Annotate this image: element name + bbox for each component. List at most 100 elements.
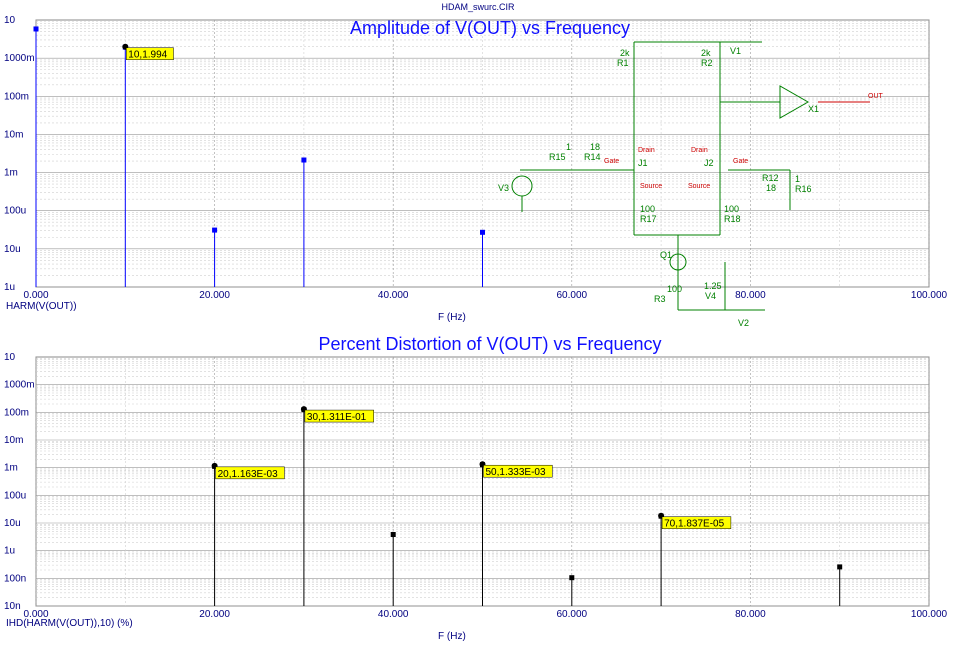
schematic-label: OUT xyxy=(868,93,884,100)
x-tick-label: 80.000 xyxy=(735,609,766,620)
y-tick-label: 10m xyxy=(4,435,23,446)
annotation-box xyxy=(483,464,553,478)
schematic-label: J2 xyxy=(704,158,714,168)
y-tick-label: 100u xyxy=(4,206,26,217)
schematic-label: Q1 xyxy=(660,250,672,260)
annotation-label: 50,1.333E-03 xyxy=(486,467,546,478)
y-tick-label: 100n xyxy=(4,573,26,584)
top-x-tick-labels: 0.000 20.000 40.000 60.000 80.000 100.000 xyxy=(23,290,947,301)
schematic-label: Gate xyxy=(733,158,748,165)
schematic-label: Source xyxy=(688,183,710,190)
schematic-label: V3 xyxy=(498,183,509,193)
bar-marker xyxy=(212,227,218,233)
schematic-label: 100 xyxy=(640,204,655,214)
schematic-label: 18 xyxy=(590,142,600,152)
y-tick-label: 1000m xyxy=(4,380,35,391)
schematic-label: 2k xyxy=(620,48,630,58)
circuit-schematic xyxy=(511,41,870,311)
annotation-label: 70,1.837E-05 xyxy=(664,519,724,530)
x-tick-label: 20.000 xyxy=(199,290,230,301)
schematic-label: R14 xyxy=(584,152,601,162)
schematic-label: Gate xyxy=(604,158,619,165)
schematic-label: R12 xyxy=(762,173,779,183)
schematic-label: 1 xyxy=(795,174,800,184)
schematic-label: 100 xyxy=(724,204,739,214)
schematic-label: R15 xyxy=(549,152,566,162)
schematic-label: R1 xyxy=(617,58,629,68)
top-x-axis-label: F (Hz) xyxy=(438,312,466,323)
schematic-label: V1 xyxy=(730,46,741,56)
annotation-label: 10,1.994 xyxy=(128,50,167,61)
schematic-label: R16 xyxy=(795,184,812,194)
top-bars xyxy=(33,26,485,287)
x-tick-label: 0.000 xyxy=(23,609,48,620)
y-tick-label: 1m xyxy=(4,463,18,474)
x-tick-label: 20.000 xyxy=(199,609,230,620)
y-tick-label: 1u xyxy=(4,282,15,293)
schematic-label: 1 xyxy=(566,142,571,152)
schematic-label: R18 xyxy=(724,214,741,224)
x-tick-label: 100.000 xyxy=(911,609,948,620)
x-tick-label: 60.000 xyxy=(557,290,588,301)
y-tick-label: 100u xyxy=(4,490,26,501)
bar-marker xyxy=(569,575,575,581)
bar-marker xyxy=(390,532,396,538)
annotation-label: 30,1.311E-01 xyxy=(307,412,367,423)
schematic-label: R3 xyxy=(654,294,666,304)
schematic-label: Source xyxy=(640,183,662,190)
schematic-label: R2 xyxy=(701,58,713,68)
schematic-label: 1.25 xyxy=(704,281,722,291)
x-tick-label: 80.000 xyxy=(735,290,766,301)
schematic-label: Drain xyxy=(638,147,655,154)
y-tick-label: 100m xyxy=(4,407,29,418)
y-tick-label: 10n xyxy=(4,601,21,612)
bottom-x-axis-label: F (Hz) xyxy=(438,631,466,642)
bar-marker xyxy=(33,26,39,32)
top-annotations: 10,1.994 xyxy=(122,43,174,61)
bar-marker xyxy=(480,229,485,235)
top-y-tick-labels: 1u 10u 100u 1m 10m 100m 1000m 10 xyxy=(4,15,35,293)
window-title: HDAM_swurc.CIR xyxy=(441,2,515,12)
y-tick-label: 10 xyxy=(4,15,16,26)
schematic-label: 100 xyxy=(667,284,682,294)
x-tick-label: 0.000 xyxy=(23,290,48,301)
schematic-label: 18 xyxy=(766,183,776,193)
x-tick-label: 40.000 xyxy=(378,290,409,301)
bar-marker xyxy=(301,157,307,163)
y-tick-label: 100m xyxy=(4,91,29,102)
top-plot[interactable]: 1u 10u 100u 1m 10m 100m 1000m 10 0.000 20.000 40.… xyxy=(4,15,948,323)
top-y-axis-label: HARM(V(OUT)) xyxy=(6,301,77,312)
bottom-annotations: 20,1.163E-03 30,1.311E-01 50,1.333E-03 70,1… xyxy=(211,406,732,530)
bottom-y-axis-label: IHD(HARM(V(OUT)),10) (%) xyxy=(6,618,133,629)
bar-marker xyxy=(837,564,843,570)
y-tick-label: 10u xyxy=(4,518,21,529)
bottom-bars xyxy=(212,407,843,606)
top-grid xyxy=(35,20,930,288)
schematic-label: V2 xyxy=(738,318,749,328)
y-tick-label: 1m xyxy=(4,168,18,179)
bottom-x-tick-labels: 0.000 20.000 40.000 60.000 80.000 100.000 xyxy=(23,609,947,620)
x-tick-label: 60.000 xyxy=(557,609,588,620)
annotation-box xyxy=(215,466,285,480)
annotation-box xyxy=(126,47,174,60)
annotation-box xyxy=(304,409,374,423)
y-tick-label: 10u xyxy=(4,244,21,255)
schematic-label: 2k xyxy=(701,48,711,58)
x-tick-label: 100.000 xyxy=(911,290,948,301)
top-chart-title: Amplitude of V(OUT) vs Frequency xyxy=(350,18,630,38)
x-tick-label: 40.000 xyxy=(378,609,409,620)
y-tick-label: 1000m xyxy=(4,53,35,64)
schematic-label: X1 xyxy=(808,104,819,114)
y-tick-label: 10m xyxy=(4,129,23,140)
schematic-label: R17 xyxy=(640,214,657,224)
schematic-labels: 2kR12kR2V1X1OUT1R1518R14J1DrainGateSourc… xyxy=(498,46,884,328)
y-tick-label: 10 xyxy=(4,352,16,363)
schematic-label: Drain xyxy=(691,147,708,154)
schematic-label: V4 xyxy=(705,291,716,301)
bottom-grid xyxy=(35,357,930,607)
annotation-label: 20,1.163E-03 xyxy=(218,469,278,480)
bottom-chart-title: Percent Distortion of V(OUT) vs Frequenc… xyxy=(318,334,661,354)
